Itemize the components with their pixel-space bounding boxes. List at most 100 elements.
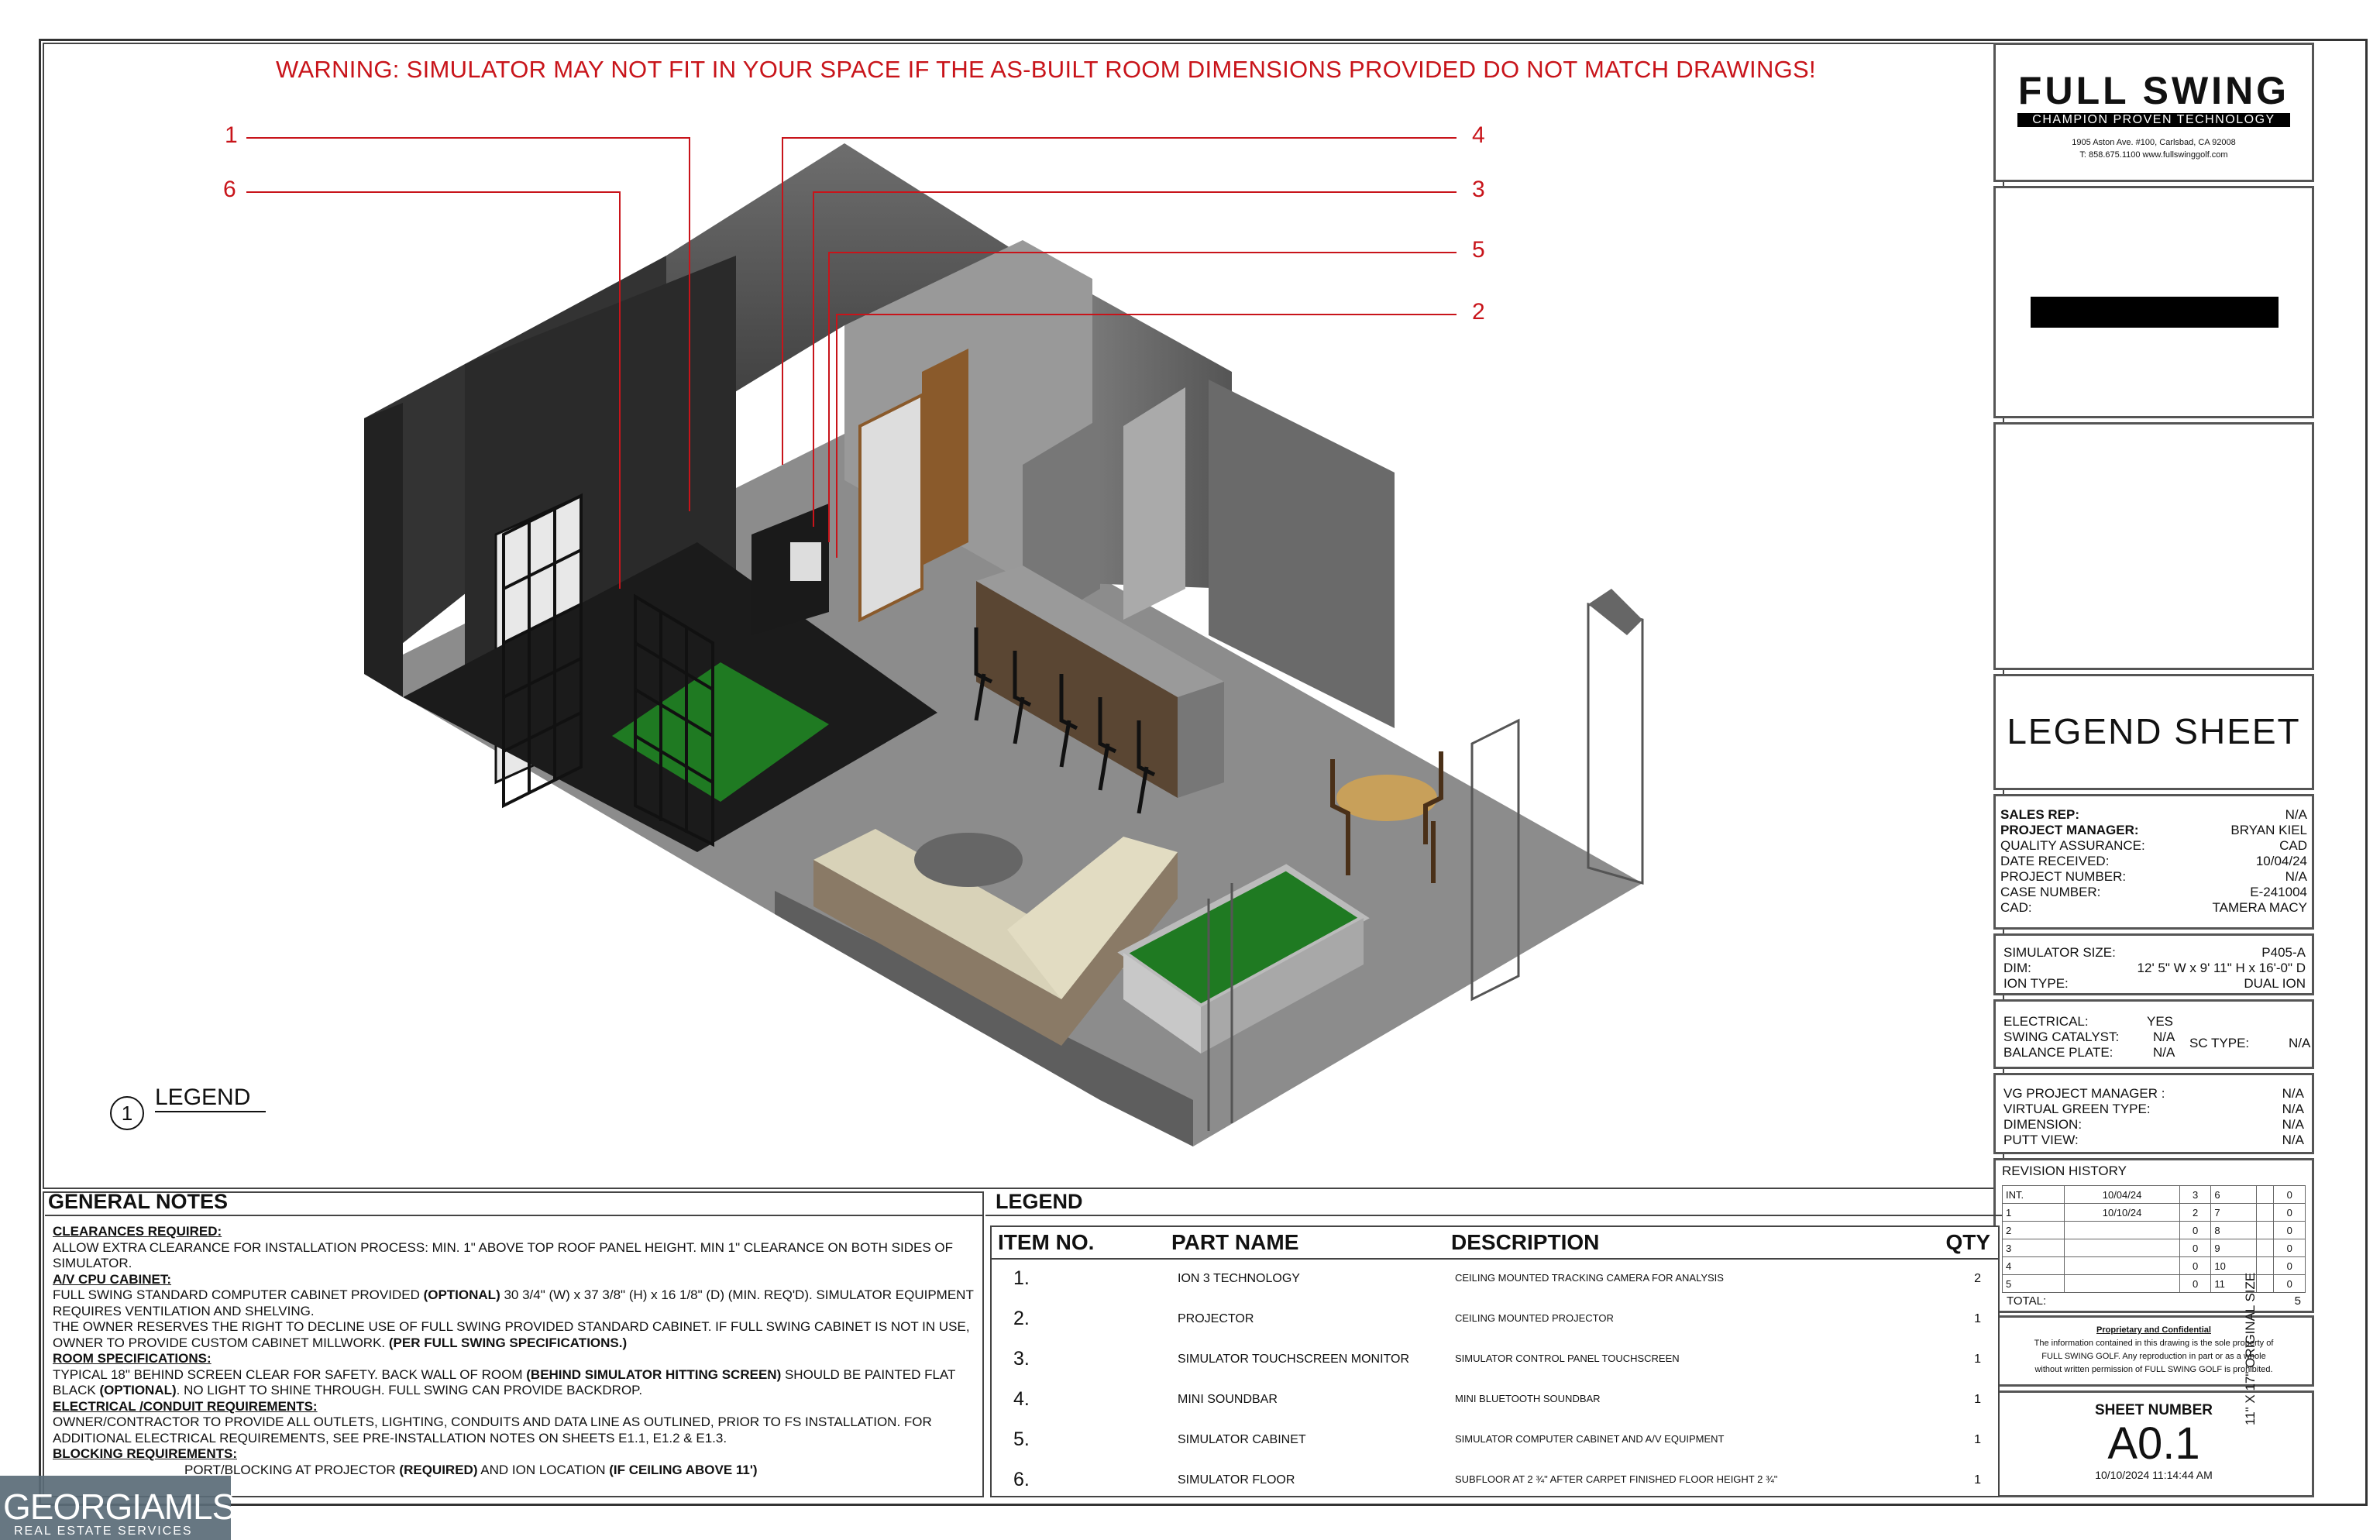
notes-rule — [45, 1215, 984, 1216]
vg-dim-label: DIMENSION: — [2003, 1117, 2082, 1132]
revision-cell: 0 — [2179, 1274, 2212, 1293]
clearances-heading: CLEARANCES REQUIRED: — [53, 1224, 222, 1239]
view-label: LEGEND — [155, 1085, 267, 1112]
revision-cell: 0 — [2273, 1203, 2306, 1222]
col-part-name: PART NAME — [1171, 1230, 1299, 1254]
sheet-number-label: SHEET NUMBER — [2094, 1402, 2213, 1418]
sim-dim: 12' 5" W x 9' 11" H x 16'-0" D — [2137, 961, 2306, 975]
legend-cell-part: SIMULATOR FLOOR — [1178, 1473, 1295, 1487]
glass-door-left — [502, 493, 583, 809]
legend-cell-no: 6. — [1013, 1469, 1030, 1490]
legend-cell-qty: 2 — [1974, 1272, 1981, 1285]
legend-table: ITEM NO. PART NAME DESCRIPTION QTY 1.ION… — [990, 1225, 2000, 1497]
revision-cell — [2064, 1256, 2180, 1275]
room-heading: ROOM SPECIFICATIONS: — [53, 1351, 212, 1366]
legend-cell-qty: 1 — [1974, 1312, 1981, 1325]
vg-type-label: VIRTUAL GREEN TYPE: — [2003, 1102, 2151, 1116]
legend-cell-qty: 1 — [1974, 1353, 1981, 1366]
projnum-label: PROJECT NUMBER: — [2000, 869, 2127, 884]
electrical-heading: ELECTRICAL /CONDUIT REQUIREMENTS: — [53, 1398, 318, 1414]
glass-door-back — [858, 392, 923, 623]
revision-cell — [2255, 1203, 2275, 1222]
glass-door-right — [634, 593, 714, 847]
callout-1: 1 — [225, 122, 238, 148]
sim-dim-label: DIM: — [2003, 961, 2031, 975]
callout-5: 5 — [1472, 237, 1485, 263]
general-notes-body: CLEARANCES REQUIRED: ALLOW EXTRA CLEARAN… — [53, 1224, 976, 1478]
col-description: DESCRIPTION — [1451, 1230, 1600, 1254]
bar-top — [976, 565, 1224, 697]
pool-table-front — [1201, 918, 1364, 1054]
legend-cell-no: 5. — [1013, 1428, 1030, 1450]
revision-cell — [2255, 1274, 2275, 1293]
sim-size: P405-A — [2261, 945, 2306, 960]
sofa-right — [1007, 837, 1178, 999]
catalyst: N/A — [2153, 1030, 2175, 1044]
total: 5 — [2294, 1294, 2301, 1308]
legend-header: ITEM NO. PART NAME DESCRIPTION QTY — [992, 1227, 1998, 1260]
revision-cell: 5 — [2001, 1274, 2065, 1293]
legend-cell-qty: 1 — [1974, 1473, 1981, 1487]
sheet-border — [39, 39, 2368, 1506]
date-label: DATE RECEIVED: — [2000, 854, 2110, 868]
sheet-number-panel: SHEET NUMBER A0.1 10/10/2024 11:14:44 AM — [1993, 1390, 2314, 1497]
general-notes-title: GENERAL NOTES — [48, 1190, 229, 1213]
pm-label: PROJECT MANAGER: — [2000, 823, 2139, 837]
floor-edge — [775, 891, 1193, 1146]
pm: BRYAN KIEL — [2230, 823, 2307, 837]
case: E-241004 — [2250, 885, 2307, 899]
legend-cell-part: ION 3 TECHNOLOGY — [1178, 1272, 1300, 1285]
hitting-mat — [612, 662, 829, 802]
pool-table-side — [1123, 953, 1201, 1054]
proprietary-panel: Proprietary and Confidential The informa… — [1993, 1315, 2314, 1387]
revision-cell — [2255, 1221, 2275, 1239]
watermark-logo: GEORGIAMLS — [3, 1487, 236, 1527]
revision-cell — [2064, 1274, 2180, 1293]
vg-dim: N/A — [2282, 1117, 2304, 1132]
revision-cell: 6 — [2210, 1185, 2257, 1204]
col-qty: QTY — [1945, 1230, 1990, 1254]
case-label: CASE NUMBER: — [2000, 885, 2101, 899]
revision-cell — [2064, 1221, 2180, 1239]
sheet-title-panel: LEGEND SHEET — [1993, 674, 2314, 790]
legend-cell-desc: CEILING MOUNTED TRACKING CAMERA FOR ANAL… — [1455, 1272, 1724, 1284]
revision-cell: 0 — [2273, 1185, 2306, 1204]
project-info-panel: SALES REP:N/A PROJECT MANAGER:BRYAN KIEL… — [1993, 794, 2314, 930]
dining-table — [1336, 775, 1437, 821]
french-door — [922, 349, 968, 565]
sofa-base — [813, 860, 1061, 1046]
revision-cell: 0 — [2179, 1239, 2212, 1257]
general-notes-panel — [43, 1191, 984, 1497]
legend-cell-no: 3. — [1013, 1348, 1030, 1370]
redacted-panel — [1993, 186, 2314, 418]
view-number: 1 — [110, 1096, 144, 1130]
clearances-text: ALLOW EXTRA CLEARANCE FOR INSTALLATION P… — [53, 1239, 954, 1271]
revision-cell: 0 — [2179, 1256, 2212, 1275]
callout-2: 2 — [1472, 299, 1485, 325]
revision-cell — [2255, 1256, 2275, 1275]
putt: N/A — [2282, 1133, 2304, 1147]
legend-cell-part: MINI SOUNDBAR — [1178, 1393, 1278, 1406]
cad: TAMERA MACY — [2212, 900, 2307, 915]
cabinet-heading: A/V CPU CABINET: — [53, 1271, 172, 1287]
callout-leaders — [246, 137, 1457, 589]
blocking-text: PORT/BLOCKING AT PROJECTOR (REQUIRED) AN… — [184, 1462, 758, 1477]
sheet-number: A0.1 — [2107, 1418, 2200, 1469]
sc: N/A — [2289, 1036, 2311, 1050]
callout-3: 3 — [1472, 177, 1485, 202]
legend-title: LEGEND — [996, 1190, 1083, 1213]
bar-side — [1178, 682, 1224, 798]
revision-cell — [2255, 1239, 2275, 1257]
revision-cell: 3 — [2179, 1185, 2212, 1204]
revision-cell: INT. — [2001, 1185, 2065, 1204]
plate-label: BALANCE PLATE: — [2003, 1045, 2113, 1060]
vg-panel: VG PROJECT MANAGER :N/A VIRTUAL GREEN TY… — [1993, 1073, 2314, 1154]
legend-cell-desc: CEILING MOUNTED PROJECTOR — [1455, 1312, 1614, 1324]
revision-cell — [2255, 1185, 2275, 1204]
brand-contact: T: 858.675.1100 www.fullswinggolf.com — [2079, 150, 2228, 160]
